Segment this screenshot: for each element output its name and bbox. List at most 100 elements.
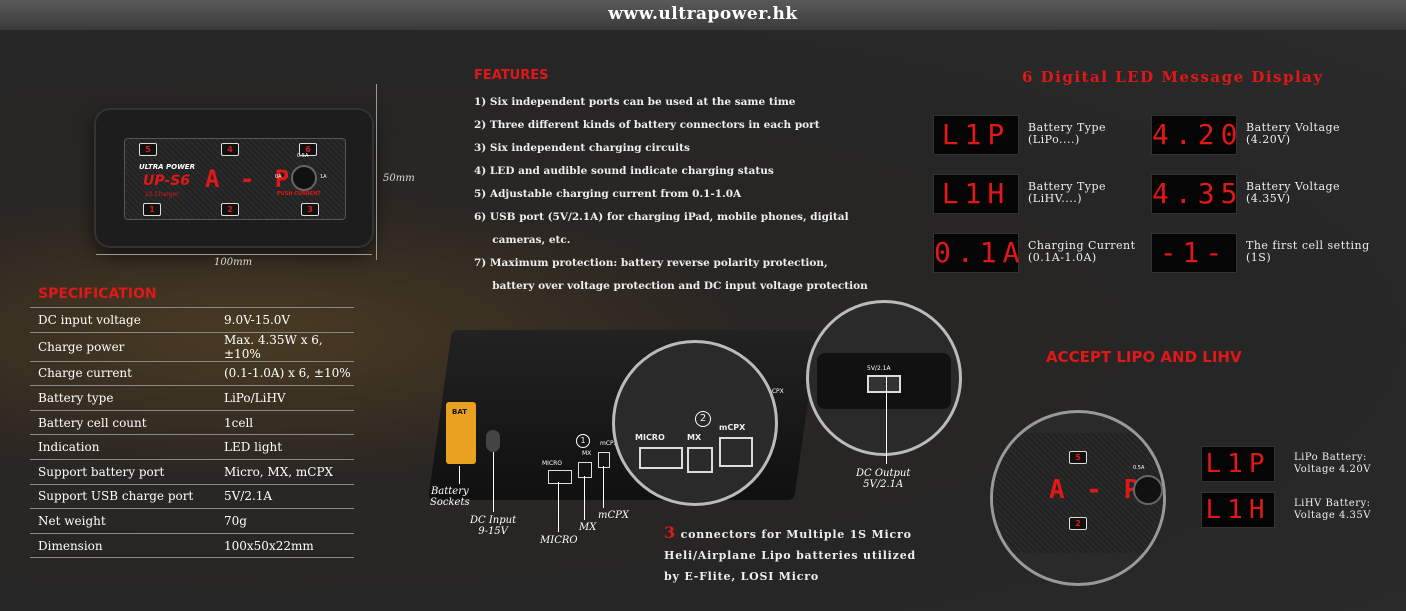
list-item: 1) Six independent ports can be used at … — [474, 96, 796, 108]
led-description: Battery Type(LiPo....) — [1028, 121, 1107, 146]
group-number: 1 — [576, 434, 590, 448]
width-label: 100mm — [214, 257, 253, 268]
lipo-display: L1P — [1201, 446, 1275, 482]
push-current-label: PUSH CURRENT — [277, 191, 321, 197]
mcpx-caption: mCPX — [598, 510, 629, 521]
led-display: L1H — [933, 174, 1019, 214]
port-5: 5 — [139, 143, 157, 156]
knob-right-label: 1A — [320, 174, 327, 180]
list-item: 4) LED and audible sound indicate chargi… — [474, 165, 774, 177]
list-item: battery over voltage protection and DC i… — [474, 280, 868, 292]
knob-top-label: 0.5A — [297, 153, 309, 159]
height-label: 50mm — [383, 173, 415, 184]
zoom-mx-port — [687, 447, 713, 473]
dc-input-pointer — [493, 452, 494, 512]
port-2: 2 — [1069, 517, 1087, 530]
zoom-micro-port — [639, 447, 683, 469]
led-description: The first cell setting(1S) — [1246, 239, 1370, 264]
model-sub: 1S Charger — [145, 191, 179, 198]
led-display: 4.20 — [1151, 115, 1237, 155]
top-banner: www.ultrapower.hk — [0, 0, 1406, 30]
port-1: 1 — [143, 203, 161, 216]
zoom-display: A - P — [1049, 475, 1143, 505]
micro-pointer — [558, 482, 559, 532]
zoom-knob-label: 0.5A — [1133, 465, 1145, 471]
features-list: 1) Six independent ports can be used at … — [474, 94, 868, 301]
mx-port — [578, 462, 592, 478]
micro-caption: MICRO — [540, 535, 578, 546]
bat-label: BAT — [452, 408, 467, 416]
battery-socket-pointer — [459, 466, 460, 484]
features-title: FEATURES — [474, 68, 549, 83]
brand-logo: ULTRA POWER — [139, 163, 195, 171]
usb-zoom-circle: 5V/2.1A — [806, 300, 962, 456]
zoom-micro-label: MICRO — [635, 433, 665, 442]
charger-panel: 5 4 6 1 2 3 ULTRA POWER UP-S6 1S Charger… — [124, 138, 346, 220]
zoom-mx-label: MX — [687, 433, 702, 442]
ports-zoom-circle: 2 MICRO MX mCPX — [612, 340, 778, 506]
lihv-description: LiHV Battery:Voltage 4.35V — [1294, 498, 1371, 521]
dc-output-pointer — [886, 376, 887, 464]
usb-port — [867, 375, 901, 393]
lihv-display: L1H — [1201, 492, 1275, 528]
led-description: Battery Type(LiHV....) — [1028, 180, 1107, 205]
lipo-description: LiPo Battery:Voltage 4.20V — [1294, 452, 1371, 475]
mx-caption: MX — [579, 522, 597, 533]
accept-title: ACCEPT LIPO AND LIHV — [1046, 348, 1242, 366]
port-6: 6 — [299, 143, 317, 156]
dc-output-caption: DC Output 5V/2.1A — [856, 468, 911, 490]
right-port-label: mCPX — [766, 388, 784, 395]
port-2: 2 — [221, 203, 239, 216]
battery-socket — [446, 402, 476, 464]
led-description: Battery Voltage(4.35V) — [1246, 180, 1341, 205]
port-4: 4 — [221, 143, 239, 156]
connectors-text: 3 connectors for Multiple 1S Micro Heli/… — [664, 523, 916, 583]
model-logo: UP-S6 — [143, 173, 191, 189]
accept-zoom-circle: 5 2 A - P 0.5A — [990, 410, 1166, 586]
led-section-title: 6 Digital LED Message Display — [1022, 68, 1324, 86]
list-item: 5) Adjustable charging current from 0.1-… — [474, 188, 742, 200]
dc-input-jack — [486, 430, 500, 452]
device-display: A - P — [205, 165, 293, 193]
mcpx-pointer — [603, 466, 604, 508]
dc-input-caption: DC Input 9-15V — [470, 515, 517, 537]
list-item: 7) Maximum protection: battery reverse p… — [474, 257, 828, 269]
connectors-number: 3 — [664, 523, 676, 542]
led-display: L1P — [933, 115, 1019, 155]
led-description: Charging Current(0.1A-1.0A) — [1028, 239, 1136, 264]
led-description: Battery Voltage(4.20V) — [1246, 121, 1341, 146]
list-item: 6) USB port (5V/2.1A) for charging iPad,… — [474, 211, 849, 223]
current-knob[interactable] — [291, 165, 317, 191]
table-row: Charge current(0.1-1.0A) x 6, ±10% — [30, 360, 354, 386]
list-item: 3) Six independent charging circuits — [474, 142, 690, 154]
usb-label: 5V/2.1A — [867, 365, 891, 372]
charger-top-view: 5 4 6 1 2 3 ULTRA POWER UP-S6 1S Charger… — [96, 110, 372, 246]
mx-pointer — [584, 476, 585, 520]
zoom-group-number: 2 — [695, 411, 711, 427]
zoom-mcpx-label: mCPX — [719, 423, 746, 432]
zoom-knob — [1133, 475, 1163, 505]
specification-title: SPECIFICATION — [38, 286, 157, 302]
side-port-mx-label: MX — [582, 450, 592, 457]
side-port-micro-label: MICRO — [542, 460, 563, 467]
side-port-mcpx-label: mCPX — [600, 440, 618, 447]
list-item: cameras, etc. — [474, 234, 571, 246]
website-url[interactable]: www.ultrapower.hk — [608, 4, 798, 24]
micro-port — [548, 470, 572, 484]
mcpx-port — [598, 452, 610, 468]
led-display: -1- — [1151, 233, 1237, 273]
led-display: 0.1A — [933, 233, 1019, 273]
battery-sockets-caption: Battery Sockets — [430, 486, 470, 508]
port-5: 5 — [1069, 451, 1087, 464]
zoom-mcpx-port — [719, 437, 753, 467]
list-item: 2) Three different kinds of battery conn… — [474, 119, 820, 131]
